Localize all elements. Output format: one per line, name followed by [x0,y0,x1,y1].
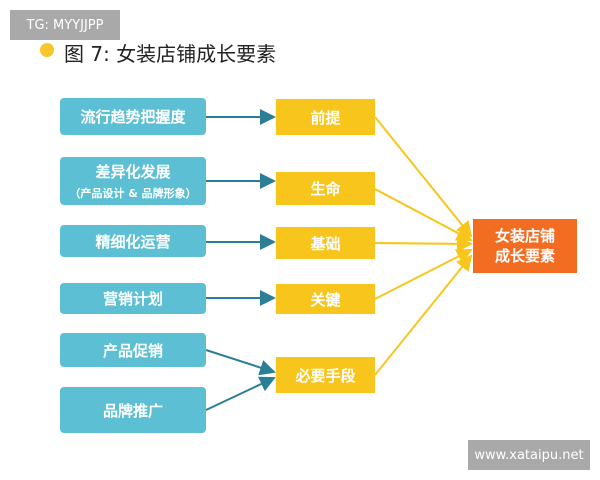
arrow [374,235,473,252]
factor-operations: 精细化运营 [60,225,206,257]
arrow [374,116,473,238]
factor-label: 差异化发展 [95,163,171,181]
result-line2: 成长要素 [494,247,555,265]
factor-branding: 品牌推广 [60,387,206,433]
factor-label: 流行趋势把握度 [80,108,186,126]
role-foundation: 基础 [276,227,375,259]
factor-sublabel: （产品设计 & 品牌形象） [69,187,197,200]
factor-promotion: 产品促销 [60,333,206,367]
arrow [374,188,473,241]
role-necessary-means: 必要手段 [276,357,375,393]
result-box: 女装店铺成长要素 [473,219,577,273]
page-title: 图 7: 女装店铺成长要素 [64,42,277,66]
role-life: 生命 [276,172,375,205]
arrow [205,349,276,376]
factor-label: 品牌推广 [102,401,163,420]
arrow [374,249,473,300]
role-key: 关键 [276,284,375,314]
title-bullet-icon [40,43,54,57]
arrow [374,254,473,376]
factor-trend: 流行趋势把握度 [60,98,206,135]
factor-differentiation: 差异化发展 （产品设计 & 品牌形象） [60,157,206,205]
result-line1: 女装店铺 [494,227,555,245]
factor-label: 产品促销 [102,341,163,360]
arrow [205,376,276,411]
factor-label: 精细化运营 [95,232,171,251]
role-premise: 前提 [276,99,375,135]
factor-marketing: 营销计划 [60,283,206,314]
watermark-bottom: www.xataipu.net [468,440,590,470]
factor-label: 营销计划 [102,290,163,308]
watermark-top: TG: MYYJJPP [10,10,120,40]
